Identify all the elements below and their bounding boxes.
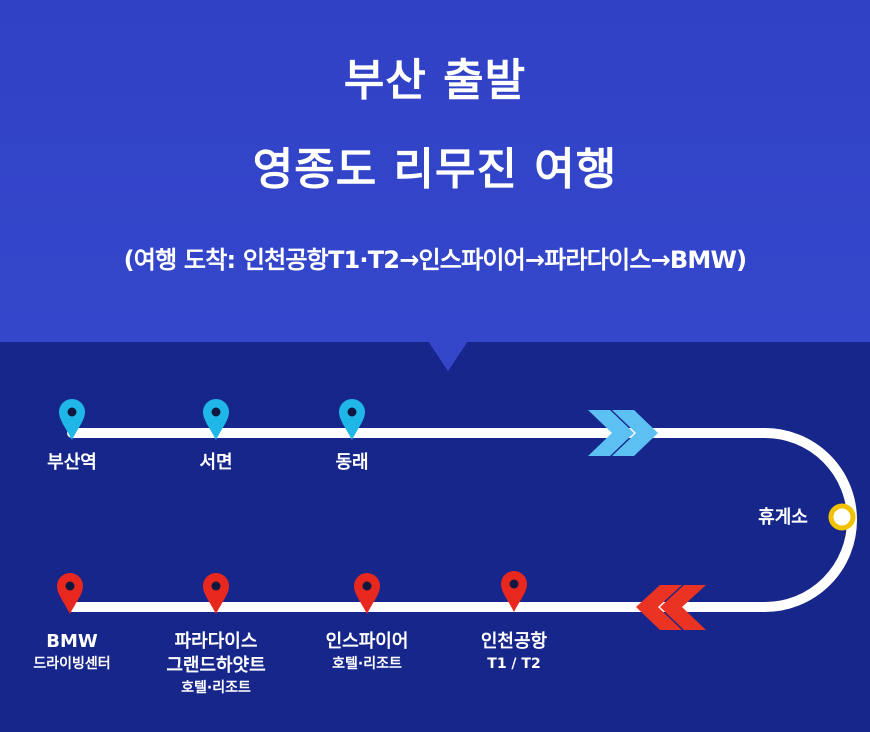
departure-stop: 동래 <box>335 451 368 475</box>
stop-detail: 호텔·리조트 <box>181 680 251 696</box>
arrival-pin-icon <box>57 573 83 614</box>
arrival-pin-icon <box>203 573 229 614</box>
route-line <box>67 428 857 612</box>
rest-stop-marker-icon <box>828 503 856 531</box>
departure-stop: 서면 <box>199 451 232 475</box>
stop-name: 동래 <box>335 452 369 473</box>
return-direction-chevron-icon <box>636 585 706 630</box>
stop-name: 인스파이어 <box>325 631 409 652</box>
title-line-1: 부산 출발 <box>343 55 527 106</box>
stop-detail: 호텔·리조트 <box>332 656 402 672</box>
header-banner: 부산 출발 영종도 리무진 여행 (여행 도착: 인천공항T1·T2→인스파이어… <box>0 0 870 342</box>
stop-name: 서면 <box>199 452 233 473</box>
arrival-pin-icon <box>354 573 380 614</box>
header-pointer <box>428 341 468 371</box>
departure-pin-icon <box>339 399 365 440</box>
stop-detail: T1 / T2 <box>487 656 541 672</box>
stop-name: 파라다이스 <box>174 631 258 652</box>
arrival-stop: 인천공항 T1 / T2 <box>481 630 547 674</box>
stop-name: BMW <box>46 631 98 652</box>
title-line-2: 영종도 리무진 여행 <box>252 144 618 195</box>
subtitle: (여행 도착: 인천공항T1·T2→인스파이어→파라다이스→BMW) <box>123 246 748 274</box>
arrival-pin-icon <box>501 571 527 612</box>
arrival-stop: 인스파이어 호텔·리조트 <box>326 630 409 674</box>
arrival-stop: BMW 드라이빙센터 <box>33 630 110 674</box>
stop-detail: 그랜드하얏트 <box>166 655 266 676</box>
departure-pin-icon <box>59 399 85 440</box>
rest-stop-label: 휴게소 <box>758 507 808 528</box>
outbound-direction-chevron-icon <box>588 410 658 456</box>
departure-pin-icon <box>203 399 229 440</box>
stop-name: 부산역 <box>47 452 97 473</box>
arrival-stop: 파라다이스 그랜드하얏트 호텔·리조트 <box>166 630 265 698</box>
stop-detail: 드라이빙센터 <box>33 656 111 672</box>
stop-name: 인천공항 <box>480 631 548 652</box>
departure-stop: 부산역 <box>47 451 97 475</box>
